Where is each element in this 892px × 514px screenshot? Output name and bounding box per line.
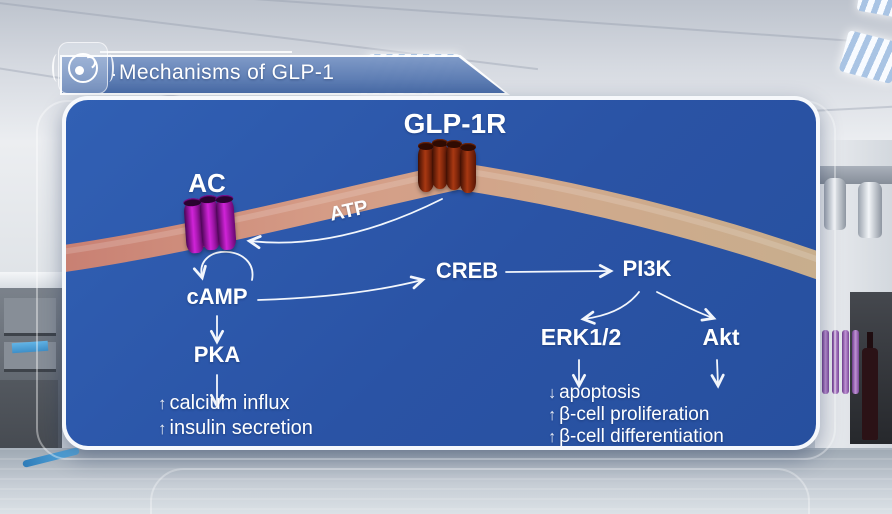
page-title: Mechanisms of GLP-1 [119,61,335,84]
cabinet-drawer [4,298,56,336]
node-erk12: ERK1/2 [540,324,622,350]
broadcast-disc-icon [68,53,98,83]
adenylyl-cyclase-protein [183,196,239,254]
node-pi3k: PI3K [622,256,672,281]
arrow-creb-to-pi3k [505,264,614,279]
node-camp: cAMP [186,284,248,309]
up-arrow-icon: ↑ [548,428,557,446]
arrow-akt-down [710,359,725,389]
outcome-line: ↑β-cell proliferation [548,404,710,425]
title-badge [52,42,114,94]
outcomes-insulin: ↑calcium influx ↑insulin secretion [158,391,313,441]
test-tube [832,330,839,394]
outcome-line: ↑calcium influx [158,392,290,414]
lab-counter-top [0,272,72,288]
reagent-bottle-neck [867,332,873,350]
test-tube [822,330,829,394]
glass-flask [858,182,882,238]
reagent-bottle [862,348,878,440]
pathway-diagram-panel: GLP-1R AC ATP cAMP PKA CREB PI3K ERK1/2 … [62,96,820,450]
arrow-camp-to-creb [257,275,426,301]
arrow-atp-to-ac [246,198,443,250]
outcome-line: ↑β-cell differentiation [548,426,724,447]
test-tube [842,330,849,394]
down-arrow-icon: ↓ [548,384,557,402]
node-ac: AC [188,168,226,198]
arrow-pi3k-to-akt [656,291,717,322]
lab-floor [0,448,892,514]
arrow-pi3k-to-erk [580,291,640,325]
node-akt: Akt [702,324,740,350]
floor-reflection [0,448,892,514]
node-pka: PKA [193,342,241,367]
outcome-line: ↑insulin secretion [158,417,313,439]
decor-line [100,51,292,53]
title-banner [62,57,505,93]
glp1-receptor-protein [418,139,476,193]
glass-flask [824,178,846,230]
up-arrow-icon: ↑ [158,394,167,413]
outcomes-beta-cell: ↓apoptosis ↑β-cell proliferation ↑β-cell… [548,382,724,447]
test-tube-rack [822,330,862,396]
test-tube [852,330,859,394]
up-arrow-icon: ↑ [158,419,167,438]
paren-left-icon [52,54,62,82]
decor-outline-frame [150,468,810,514]
node-glp1r: GLP-1R [403,108,507,139]
paren-right-icon [104,54,114,82]
outcome-line: ↓apoptosis [548,382,641,403]
title-separator: · [111,64,117,84]
node-creb: CREB [435,258,499,283]
arrow-ac-to-camp [192,250,254,281]
up-arrow-icon: ↑ [548,406,557,424]
lab-wall-left [0,140,62,286]
